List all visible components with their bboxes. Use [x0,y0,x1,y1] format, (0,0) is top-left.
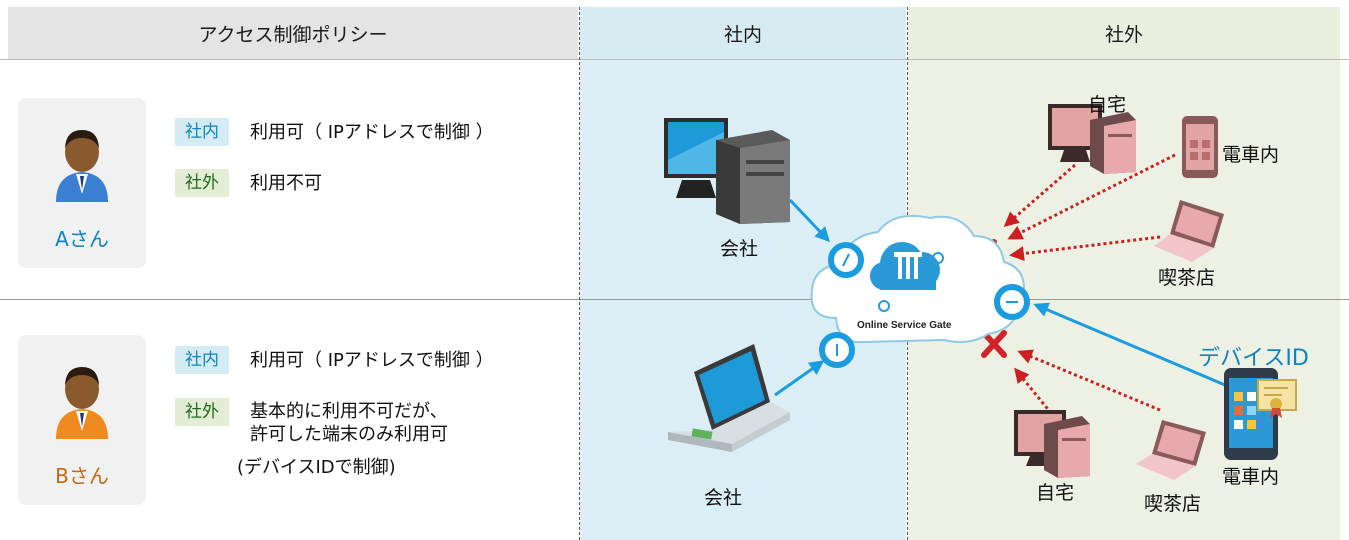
desktop-pc-icon [1048,104,1136,174]
label-company-a: 会社 [720,238,759,260]
gateway-port-icon [819,332,855,368]
desktop-pc-icon [1014,410,1090,478]
label-a-cafe: 喫茶店 [1158,267,1216,289]
label-a-train: 電車内 [1222,144,1280,166]
label-a-home: 自宅 [1088,94,1127,116]
header-internal: 社内 [580,7,906,59]
label-company-b: 会社 [704,487,743,509]
column-divider-internal [579,7,580,540]
user-b-internal-rule: 利用可（ IPアドレスで制御 ） [250,350,494,371]
blocked-arrow-b-home [1014,367,1057,419]
blocked-x-icon [981,330,1007,358]
cloud-icon [810,214,1025,344]
user-card-a: Aさん [18,98,146,268]
blocked-arrow-a-home [1003,163,1076,227]
blocked-connections [1003,153,1176,419]
user-icon [56,130,108,202]
user-a-external-rule: 利用不可 [250,173,322,194]
allowed-arrow-company-a [788,198,831,243]
user-b-external-rule-1: 基本的に利用不可だが、 [250,401,448,422]
user-a-name: Aさん [55,227,109,251]
blocked-arrow-a-cafe [1009,235,1161,261]
gateway-label: Online Service Gate [857,320,952,331]
smartphone-icon [1182,116,1218,178]
label-b-cafe: 喫茶店 [1144,493,1202,515]
header-divider [0,59,1349,60]
certificate-icon [1257,379,1297,418]
user-b-external-rule-3: (デバイスIDで制御) [237,457,396,478]
laptop-icon [668,344,790,452]
user-b-external-rule-2: 許可した端末のみ利用可 [250,424,448,445]
gateway-port-icon [828,242,864,278]
header-external: 社外 [908,7,1340,59]
user-a-internal-tag: 社内 [175,118,229,146]
label-b-home: 自宅 [1036,482,1075,504]
allowed-arrow-company-b [774,360,825,397]
user-b-name: Bさん [55,464,109,488]
laptop-icon [1136,420,1206,480]
label-b-train: 電車内 [1222,466,1280,488]
device-id-label: デバイスID [1198,346,1309,371]
user-icon [56,367,108,439]
user-card-b: Bさん [18,335,146,505]
user-b-external-tag: 社外 [175,398,229,426]
user-a-external-tag: 社外 [175,169,229,197]
allowed-connections [774,198,1226,397]
laptop-icon [1154,200,1224,262]
desktop-pc-icon [664,118,790,224]
blocked-arrow-a-train [1007,153,1176,240]
user-b-internal-tag: 社内 [175,346,229,374]
blocked-arrow-b-cafe [1017,349,1161,412]
user-a-internal-rule: 利用可（ IPアドレスで制御 ） [250,122,494,143]
allowed-arrow-device-id [1033,302,1226,387]
header-policy: アクセス制御ポリシー [8,7,578,59]
gateway-port-icon [994,284,1030,320]
row-divider [0,299,1349,300]
